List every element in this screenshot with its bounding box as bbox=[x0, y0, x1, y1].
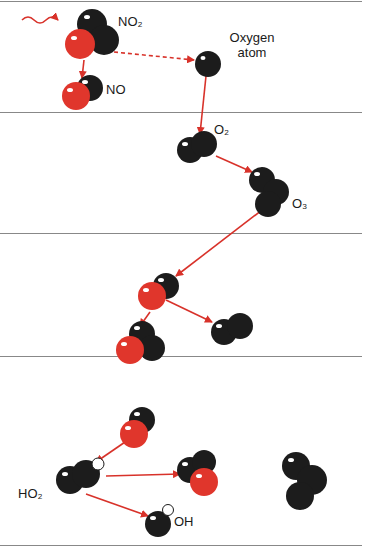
panel-lines bbox=[0, 2, 362, 546]
molecule-label: OH bbox=[174, 514, 194, 529]
molecules bbox=[56, 9, 327, 537]
molecule-label: NO₂ bbox=[118, 14, 143, 29]
atom-label: Oxygen atom bbox=[222, 30, 282, 60]
molecule-label: NO bbox=[106, 82, 126, 97]
molecule-label: HO₂ bbox=[18, 486, 43, 501]
molecule-label: O₃ bbox=[292, 196, 307, 211]
molecule-label: O₂ bbox=[214, 122, 229, 137]
reaction-arrows bbox=[22, 17, 262, 516]
